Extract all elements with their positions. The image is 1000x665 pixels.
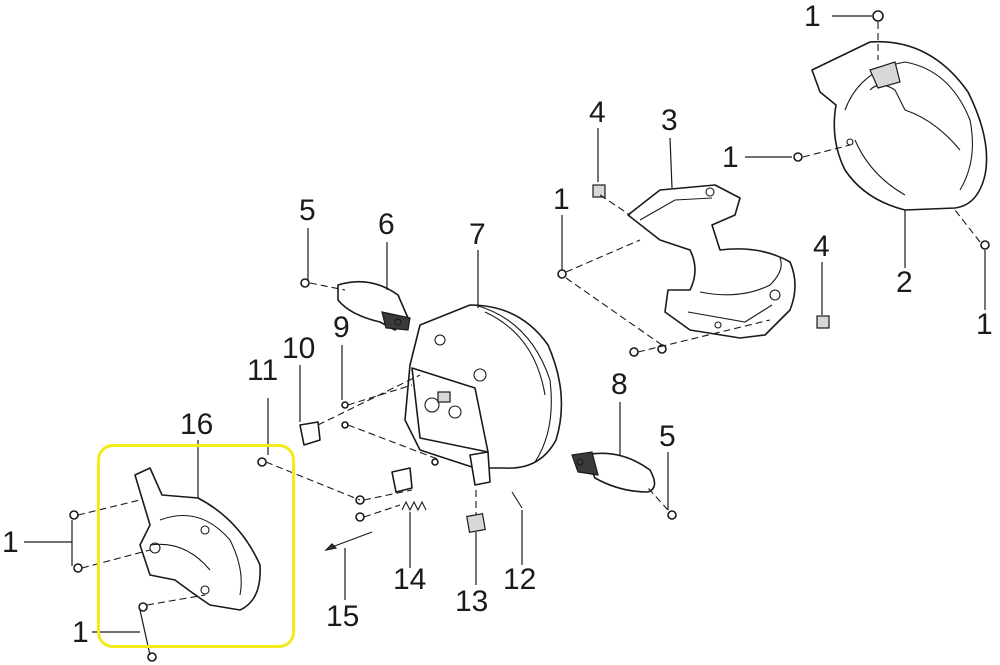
part-16-lower-guard [134, 467, 261, 611]
callout-12: 12 [503, 563, 537, 596]
callout-10: 10 [282, 332, 316, 365]
callout-1-bracket-left: 1 [553, 183, 570, 216]
callout-4-right: 4 [813, 230, 830, 263]
part-7-headlight [404, 304, 563, 486]
callout-3: 3 [661, 104, 678, 137]
callout-7: 7 [469, 218, 486, 251]
callout-1-top: 1 [804, 0, 821, 33]
callout-5-right: 5 [659, 420, 676, 453]
callout-1-guard-bottom: 1 [72, 616, 89, 649]
callout-13: 13 [455, 585, 489, 618]
callout-2: 2 [896, 266, 913, 299]
callout-1-shroud-bottom: 1 [976, 308, 993, 341]
callout-1-shroud-left: 1 [722, 141, 739, 174]
leader-lines [24, 15, 986, 656]
callout-6: 6 [378, 208, 395, 241]
callout-14: 14 [393, 563, 427, 596]
part-8-right-indicator [571, 451, 656, 493]
callout-9: 9 [333, 311, 350, 344]
callout-15: 15 [326, 600, 360, 633]
assembly-lines [77, 22, 981, 606]
callout-5-top: 5 [299, 194, 316, 227]
callout-11: 11 [247, 354, 279, 387]
callout-16: 16 [180, 408, 214, 441]
callout-8: 8 [611, 368, 628, 401]
callout-4-top: 4 [589, 96, 606, 129]
hardware [69, 10, 990, 662]
highlight-box-part-16 [97, 444, 295, 648]
part-3-bracket [627, 184, 796, 339]
part-2-rear-shroud [811, 40, 988, 211]
callout-1-guard-left: 1 [2, 526, 19, 559]
part-6-left-indicator [337, 280, 411, 331]
